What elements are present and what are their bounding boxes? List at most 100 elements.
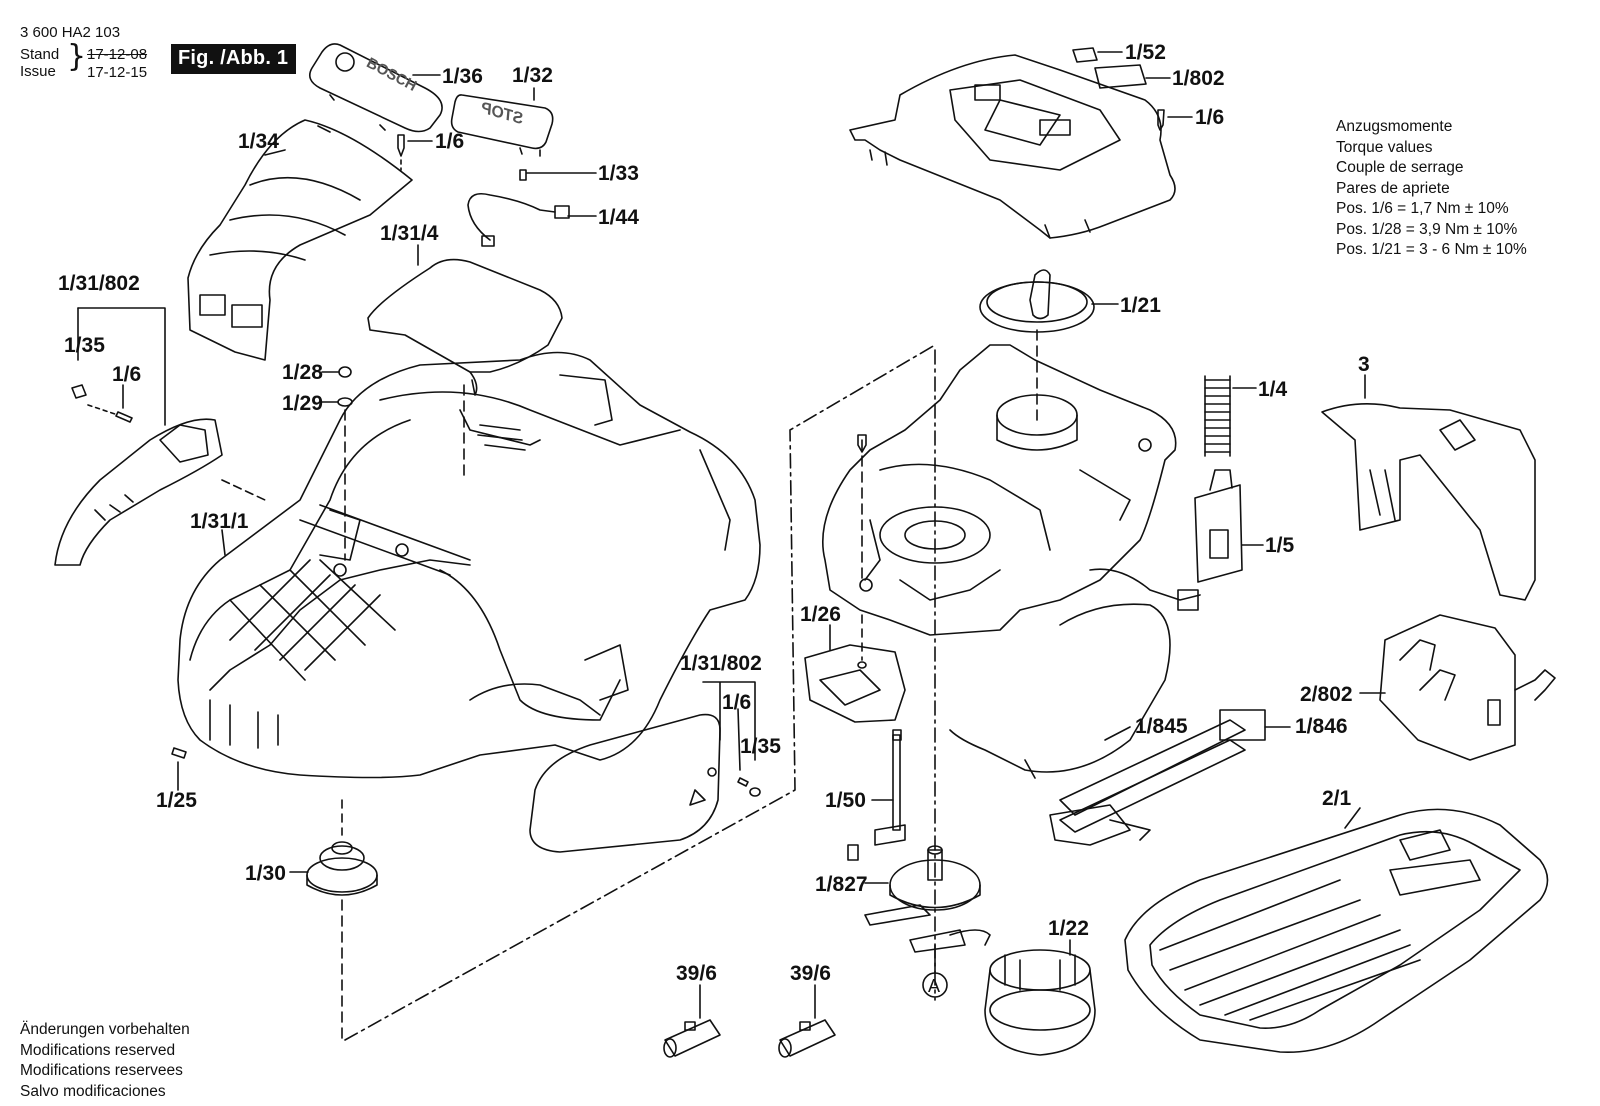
rubber-foot-1-30	[306, 841, 378, 896]
torque-notes: Anzugsmomente Torque values Couple de se…	[1336, 117, 1527, 261]
torque-line: Anzugsmomente	[1336, 118, 1453, 135]
spring-1-4	[1204, 375, 1231, 457]
cup-1-22	[984, 949, 1096, 1056]
torque-line: Pos. 1/6 = 1,7 Nm ± 10%	[1336, 200, 1509, 217]
screw-part	[115, 411, 133, 423]
figure-tag: Fig. /Abb. 1	[171, 44, 297, 74]
stand-date: 17-12-08	[87, 46, 148, 63]
part-label: 1/21	[1120, 294, 1161, 317]
washer-part	[337, 397, 353, 407]
torque-line: Pares de apriete	[1336, 179, 1450, 197]
modifications-notes: Änderungen vorbehalten Modifications res…	[20, 1020, 190, 1102]
part-label: 1/35	[740, 735, 781, 758]
leader-lines	[122, 51, 1386, 1019]
part-label: 1/32	[512, 64, 553, 87]
part-label: 1/31/1	[190, 510, 249, 533]
nut-part	[338, 366, 352, 378]
rear-cover-3	[1321, 403, 1536, 601]
bosch-text: BOSCH	[364, 54, 420, 94]
footer-line: Modifications reservees	[20, 1062, 183, 1079]
screw-part	[857, 434, 867, 453]
part-label: 1/5	[1265, 534, 1295, 557]
part-label: 1/52	[1125, 41, 1166, 64]
part-label: 1/36	[442, 65, 483, 88]
pin-part	[171, 747, 187, 759]
leader-dash	[221, 479, 266, 501]
bracket-line	[77, 307, 166, 426]
base-plate-2-1	[1124, 808, 1549, 1054]
bracket-line	[702, 681, 756, 761]
footer-line: Änderungen vorbehalten	[20, 1021, 190, 1038]
clip-part	[71, 384, 87, 399]
screw-part	[397, 134, 405, 171]
part-label: 1/35	[64, 334, 105, 357]
harness-1-846	[1049, 709, 1266, 846]
assembly-axis	[344, 344, 936, 1041]
footer-line: Modifications reserved	[20, 1041, 176, 1059]
part-label: 1/6	[722, 691, 751, 714]
part-label: 1/6	[435, 130, 464, 153]
part-label: 1/31/802	[58, 272, 140, 295]
callout-a-label: A	[928, 976, 940, 996]
part-label: 1/845	[1135, 715, 1188, 738]
stand-label: Stand	[20, 46, 60, 63]
holder-1-5	[1194, 469, 1243, 583]
part-label: 1/34	[238, 130, 279, 153]
part-label: 39/6	[790, 962, 831, 985]
right-side-piece	[529, 713, 721, 853]
module-1-26	[804, 644, 906, 723]
part-label: 2/802	[1300, 683, 1353, 706]
stop-button-part: STOP	[450, 94, 554, 157]
part-label: 1/827	[815, 873, 868, 896]
torque-line: Couple de serrage	[1336, 159, 1464, 176]
part-label: 1/4	[1258, 378, 1288, 401]
label-sticker	[1094, 64, 1147, 89]
main-body-1-31-1	[177, 351, 761, 779]
part-label: 1/44	[598, 206, 639, 229]
part-label: 1/6	[1195, 106, 1224, 129]
part-label: 1/29	[282, 392, 323, 415]
part-label: 2/1	[1322, 787, 1352, 810]
pin-part	[519, 169, 527, 181]
part-label: 1/33	[598, 162, 639, 185]
part-label: 1/31/4	[380, 222, 439, 245]
torque-line: Pos. 1/28 = 3,9 Nm ± 10%	[1336, 220, 1518, 238]
part-label: 1/22	[1048, 917, 1089, 940]
part-label: 3	[1358, 353, 1370, 376]
part-label: 1/846	[1295, 715, 1348, 738]
part-label: 1/30	[245, 862, 286, 885]
brace-symbol: }	[67, 39, 87, 74]
clip-part	[749, 787, 761, 797]
part-label: 1/50	[825, 789, 866, 812]
display-cover	[849, 54, 1176, 239]
leader-dash	[87, 404, 116, 415]
part-number: 3 600 HA2 103	[20, 24, 121, 41]
power-supply-2-802	[1379, 614, 1556, 761]
issue-label: Issue	[20, 63, 56, 80]
cable-1-44	[467, 192, 570, 247]
left-side-piece	[54, 418, 223, 566]
part-label: 39/6	[676, 962, 717, 985]
screw-part	[1157, 109, 1165, 131]
screw-part	[737, 777, 749, 787]
torque-line: Pos. 1/21 = 3 - 6 Nm ± 10%	[1336, 241, 1527, 258]
part-label: 1/26	[800, 603, 841, 626]
issue-date: 17-12-15	[87, 64, 148, 81]
chassis-base	[822, 344, 1177, 636]
top-lid-1-31-4	[367, 258, 563, 396]
part-label: 1/6	[112, 363, 141, 386]
label-sticker	[1072, 47, 1098, 63]
torque-line: Torque values	[1336, 138, 1433, 156]
part-label: 1/28	[282, 361, 323, 384]
cable-1-845	[949, 568, 1201, 779]
connector-39-6-a	[663, 1019, 721, 1058]
motor-1-827	[847, 844, 991, 953]
sensor-1-50	[874, 729, 906, 846]
part-label: 1/31/802	[680, 652, 762, 675]
bosch-logo-cover: BOSCH	[309, 43, 443, 133]
connector-39-6-b	[778, 1019, 836, 1058]
height-adjust-knob	[979, 269, 1095, 333]
footer-line: Salvo modificaciones	[20, 1082, 166, 1100]
